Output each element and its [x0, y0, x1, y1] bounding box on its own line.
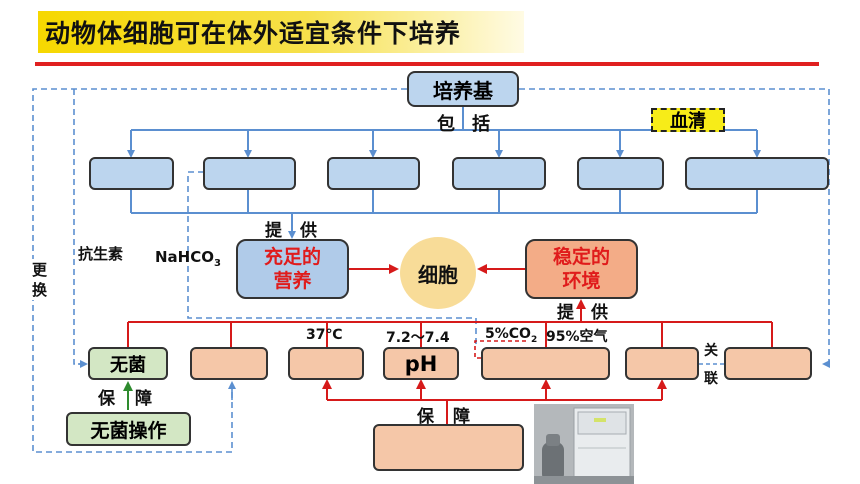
- cell-node: 细胞: [400, 237, 476, 309]
- culture-medium-node: 培养基: [407, 71, 519, 107]
- co2-label: 5%CO2: [485, 326, 538, 345]
- medium-blank-box: [685, 157, 829, 190]
- environment-line-1: 稳定的: [552, 246, 610, 268]
- medium-blank-box: [89, 157, 174, 190]
- related-label-1: 关: [704, 343, 718, 359]
- includes-label-1: 包: [437, 114, 455, 135]
- replace-label-2: 换: [32, 279, 48, 300]
- environment-blank-box: [481, 347, 610, 380]
- replace-label-1: 更: [32, 259, 48, 280]
- environment-blank-box: [724, 347, 812, 380]
- nutrition-line-1: 充足的: [263, 246, 321, 268]
- guarantee-bottom-label-1: 保: [417, 402, 434, 427]
- nahco3-label: NaHCO3: [155, 248, 221, 269]
- incubator-illustration: [534, 404, 634, 484]
- title-underline: [35, 62, 819, 66]
- medium-blank-box: [203, 157, 296, 190]
- ph-node: pH: [383, 347, 459, 380]
- medium-blank-box: [452, 157, 546, 190]
- serum-label: 血清: [651, 108, 725, 132]
- provide-label-left-1: 提: [265, 221, 282, 241]
- medium-blank-box: [327, 157, 420, 190]
- temperature-label: 37℃: [306, 327, 343, 343]
- stable-environment-node: 稳定的 环境: [525, 239, 638, 299]
- ph-range-label: 7.2～7.4: [386, 330, 450, 346]
- nutrition-line-2: 营养: [273, 270, 312, 292]
- incubator-photo: [534, 404, 634, 484]
- title-banner: [38, 11, 524, 53]
- bottom-blank-box: [373, 424, 524, 471]
- sterile-operation-node: 无菌操作: [66, 412, 191, 446]
- provide-label-left-2: 供: [300, 221, 317, 241]
- medium-tree-lines: [127, 107, 761, 239]
- antibiotic-label: 抗生素: [78, 245, 124, 263]
- guarantee-bottom-label-2: 障: [453, 402, 470, 427]
- environment-tree-lines: [127, 264, 773, 424]
- provide-label-right-1: 提: [557, 303, 574, 323]
- environment-blank-box: [625, 347, 699, 380]
- medium-blank-box: [577, 157, 664, 190]
- sterile-node: 无菌: [88, 347, 168, 380]
- page-title: 动物体细胞可在体外适宜条件下培养: [45, 19, 462, 48]
- guarantee-left-label-1: 保: [98, 389, 115, 409]
- guarantee-left-label-2: 障: [135, 389, 152, 409]
- environment-blank-box: [190, 347, 268, 380]
- environment-blank-box: [288, 347, 364, 380]
- includes-label-2: 括: [472, 114, 490, 135]
- provide-label-right-2: 供: [591, 303, 608, 323]
- air-label: 95%空气: [546, 329, 608, 345]
- environment-line-2: 环境: [562, 270, 601, 292]
- sufficient-nutrition-node: 充足的 营养: [236, 239, 349, 299]
- related-label-2: 联: [704, 371, 718, 387]
